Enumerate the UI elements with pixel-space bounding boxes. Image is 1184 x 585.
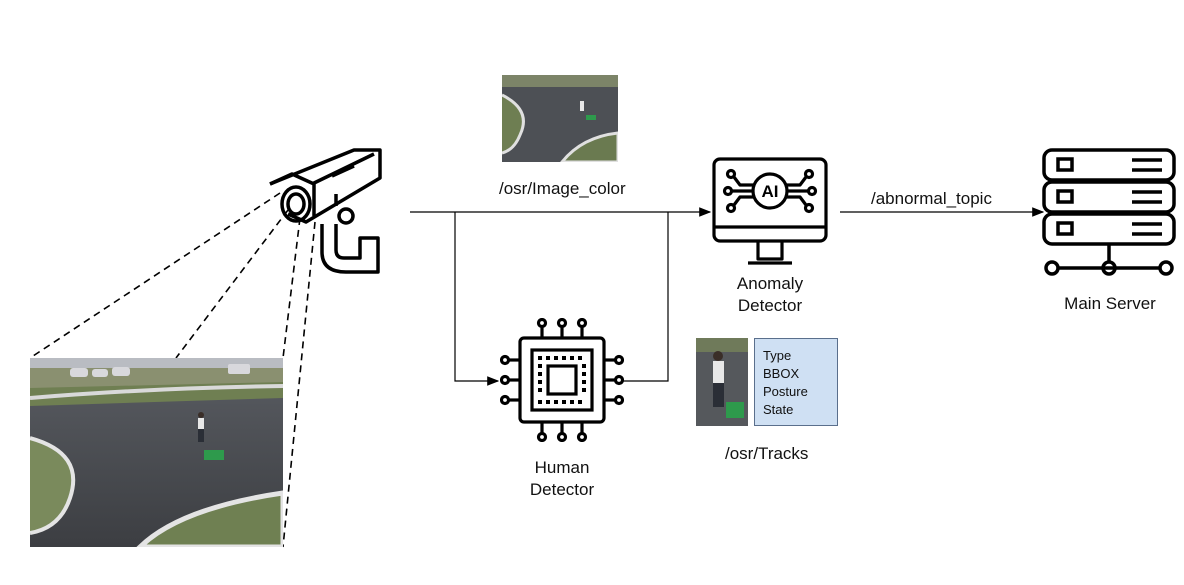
image-topic-thumbnail — [502, 75, 618, 162]
image-topic-label: /osr/Image_color — [499, 179, 626, 198]
attribute-bbox: BBOX — [763, 366, 800, 381]
ai-monitor-icon: AI — [712, 157, 828, 265]
attribute-type: Type — [763, 348, 792, 363]
ai-badge-text: AI — [762, 182, 779, 201]
anomaly-detector-label: Anomaly Detector — [720, 273, 820, 317]
abnormal-topic-label: /abnormal_topic — [871, 189, 992, 208]
camera-scene-photo — [30, 358, 283, 547]
main-server-label: Main Server — [1064, 294, 1156, 313]
human-detector-label-line-1: Human — [534, 458, 590, 477]
track-crop-thumbnail — [696, 338, 748, 426]
anomaly-detector-label-line-1: Anomaly — [736, 274, 804, 293]
attribute-state: State — [763, 402, 794, 417]
anomaly-detector-label-line-2: Detector — [737, 296, 803, 315]
person-figure — [198, 412, 224, 460]
tracks-line — [623, 212, 669, 382]
human-detector-arrow — [454, 212, 500, 386]
human-detector-label: Human Detector — [512, 457, 612, 501]
camera-view-cone — [29, 192, 316, 548]
processor-chip-icon — [500, 318, 624, 442]
cctv-camera-icon — [269, 148, 382, 274]
track-attribute-box: Type BBOX Posture State — [754, 338, 838, 426]
attribute-posture: Posture — [763, 384, 808, 399]
server-rack-icon — [1042, 148, 1176, 276]
tracks-topic-label: /osr/Tracks — [725, 444, 809, 463]
human-detector-label-line-2: Detector — [529, 480, 595, 499]
